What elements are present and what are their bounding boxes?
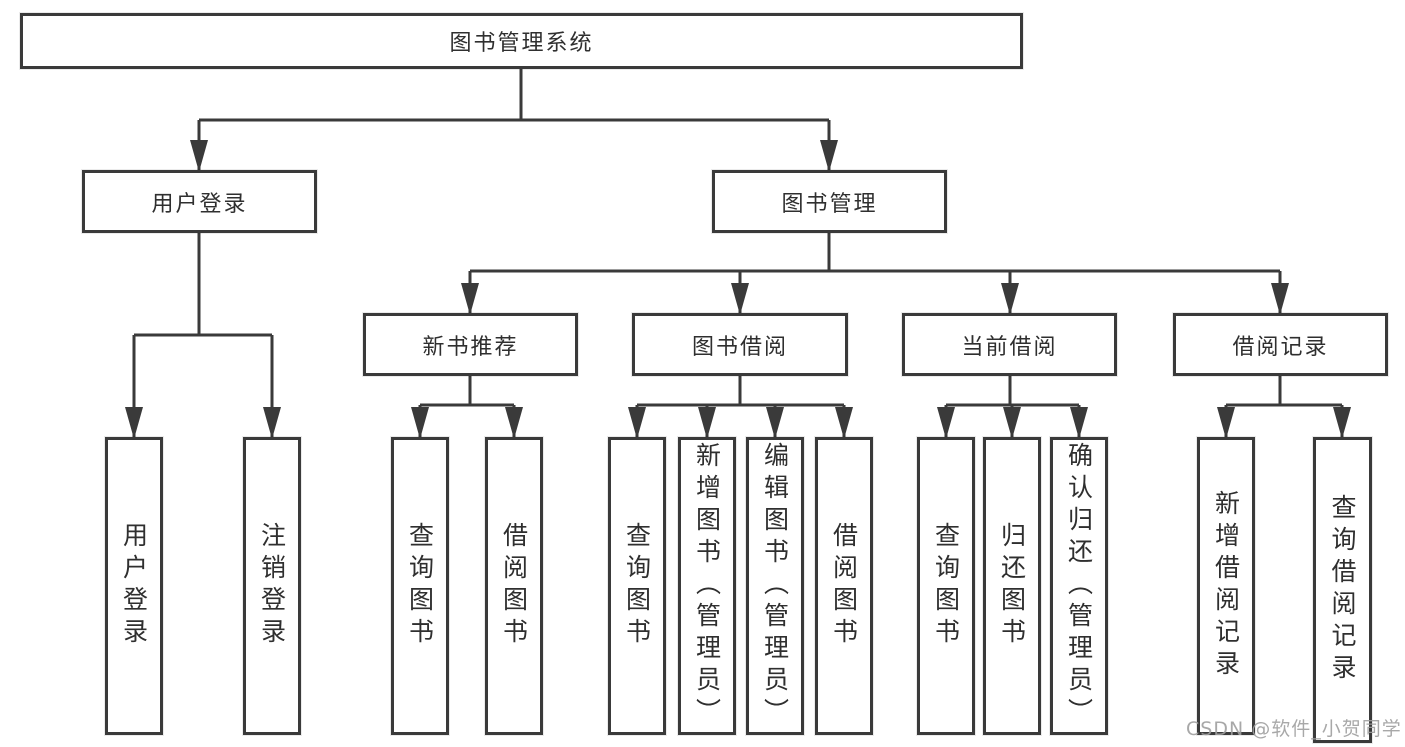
node-label: 查询借阅记录	[1328, 494, 1357, 686]
leaf-borrow-books-recommend: 借阅图书	[485, 437, 543, 735]
leaf-return-book: 归还图书	[983, 437, 1041, 735]
node-label: 图书管理系统	[449, 31, 594, 56]
node-label: 归还图书	[997, 522, 1027, 650]
node-label: 编辑图书（管理员）	[760, 442, 790, 730]
leaf-query-books-borrow: 查询图书	[608, 437, 666, 735]
leaf-query-books-current: 查询图书	[917, 437, 975, 735]
leaf-edit-book-admin: 编辑图书（管理员）	[746, 437, 804, 735]
node-label: 查询图书	[931, 522, 961, 650]
node-new-book-recommend: 新书推荐	[363, 313, 578, 376]
leaf-confirm-return-admin: 确认归还（管理员）	[1050, 437, 1108, 735]
connector-lines	[132, 69, 1344, 437]
node-label: 查询图书	[405, 522, 435, 650]
leaf-user-login: 用户登录	[105, 437, 163, 735]
node-label: 确认归还（管理员）	[1064, 442, 1094, 730]
node-label: 用户登录	[119, 522, 149, 650]
node-label: 图书管理	[781, 191, 878, 217]
node-label: 用户登录	[151, 191, 248, 217]
node-root-system: 图书管理系统	[20, 13, 1023, 69]
node-current-borrow: 当前借阅	[902, 313, 1117, 376]
node-label: 当前借阅	[961, 334, 1058, 360]
leaf-query-borrow-record: 查询借阅记录	[1313, 437, 1372, 743]
leaf-query-books-recommend: 查询图书	[391, 437, 449, 735]
node-book-management: 图书管理	[712, 170, 947, 233]
node-borrow-records: 借阅记录	[1173, 313, 1388, 376]
csdn-watermark: CSDN @软件_小贺同学	[1186, 718, 1402, 740]
node-label: 查询图书	[622, 522, 652, 650]
node-label: 借阅图书	[829, 522, 859, 650]
node-label: 图书借阅	[691, 334, 788, 360]
leaf-add-borrow-record: 新增借阅记录	[1197, 437, 1255, 735]
leaf-borrow-books: 借阅图书	[815, 437, 873, 735]
node-label: 新增图书（管理员）	[692, 442, 722, 730]
node-label: 借阅记录	[1232, 334, 1329, 360]
node-label: 新书推荐	[422, 334, 519, 360]
node-label: 借阅图书	[499, 522, 529, 650]
leaf-add-book-admin: 新增图书（管理员）	[678, 437, 736, 735]
arrowhead-icons	[125, 140, 1351, 439]
node-label: 注销登录	[257, 522, 287, 650]
node-user-login: 用户登录	[82, 170, 317, 233]
leaf-logout: 注销登录	[243, 437, 301, 735]
node-book-borrow: 图书借阅	[632, 313, 848, 376]
node-label: 新增借阅记录	[1211, 490, 1241, 682]
